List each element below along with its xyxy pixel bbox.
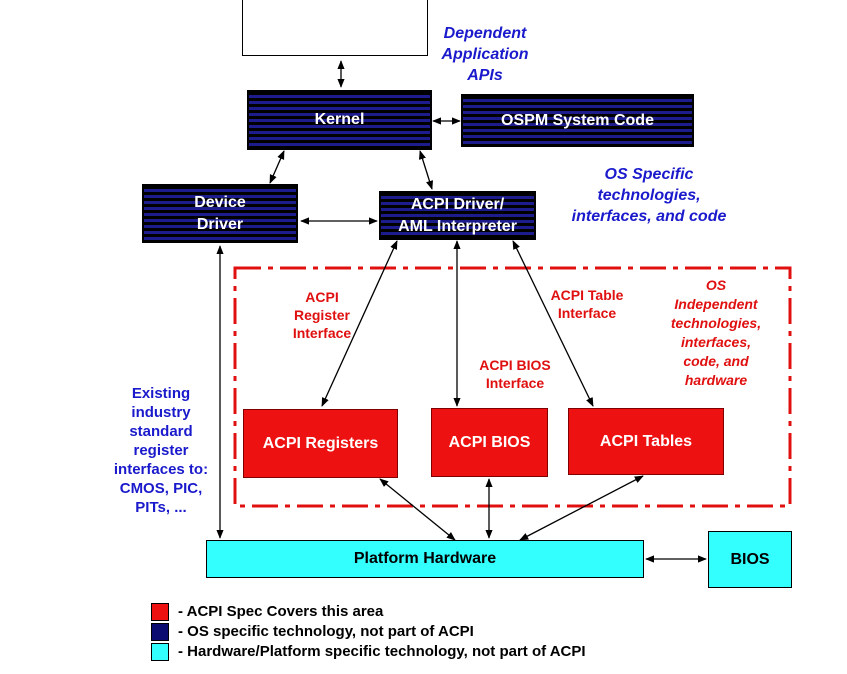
kernel-box: Kernel xyxy=(247,90,432,150)
acpi-driver-box: ACPI Driver/ AML Interpreter xyxy=(379,191,536,240)
arrow-acpidriver-registers xyxy=(321,240,398,407)
bios-interface-text: ACPI BIOS Interface xyxy=(479,357,551,391)
acpi-registers-label: ACPI Registers xyxy=(262,434,379,452)
application-box xyxy=(242,0,428,56)
existing-interfaces-text: Existing industry standard register inte… xyxy=(113,385,209,516)
platform-hardware-box: Platform Hardware xyxy=(206,540,644,578)
arrow-acpidriver-tables xyxy=(512,240,594,407)
os-independent-text: OS Independent technologies, interfaces,… xyxy=(670,277,762,388)
device-driver-box: Device Driver xyxy=(142,184,298,243)
acpi-region-border xyxy=(233,266,792,508)
dependent-apis-text: Dependent Application APIs xyxy=(441,25,529,84)
acpi-tables-box: ACPI Tables xyxy=(568,408,724,475)
legend-text-acpi: - ACPI Spec Covers this area xyxy=(178,603,384,620)
bios-label: BIOS xyxy=(730,550,770,568)
acpi-bios-box: ACPI BIOS xyxy=(431,408,548,477)
arrow-kernel-acpidriver xyxy=(418,150,434,190)
arrow-registers-platform xyxy=(379,478,456,541)
os-specific-text: OS Specific technologies, interfaces, an… xyxy=(571,166,727,225)
platform-hardware-label: Platform Hardware xyxy=(353,550,497,567)
table-interface-text: ACPI Table Interface xyxy=(550,287,624,321)
kernel-label: Kernel xyxy=(314,111,365,128)
arrow-kernel-devicedriver xyxy=(269,150,285,184)
arrow-tables-platform xyxy=(519,475,644,541)
acpi-registers-box: ACPI Registers xyxy=(243,409,398,478)
bios-box: BIOS xyxy=(708,531,792,588)
legend-swatch-acpi xyxy=(151,603,169,621)
legend-text-hardware: - Hardware/Platform specific technology,… xyxy=(178,643,586,660)
legend-text-os: - OS specific technology, not part of AC… xyxy=(178,623,474,640)
device-driver-label: Device Driver xyxy=(194,193,246,233)
ospm-box: OSPM System Code xyxy=(461,94,694,147)
register-interface-text: ACPI Register Interface xyxy=(292,289,352,341)
acpi-bios-label: ACPI BIOS xyxy=(448,433,531,451)
legend-swatch-os xyxy=(151,623,169,641)
acpi-driver-label: ACPI Driver/ AML Interpreter xyxy=(398,195,517,235)
ospm-label: OSPM System Code xyxy=(501,111,654,129)
acpi-tables-label: ACPI Tables xyxy=(599,432,693,450)
legend-swatch-hardware xyxy=(151,643,169,661)
